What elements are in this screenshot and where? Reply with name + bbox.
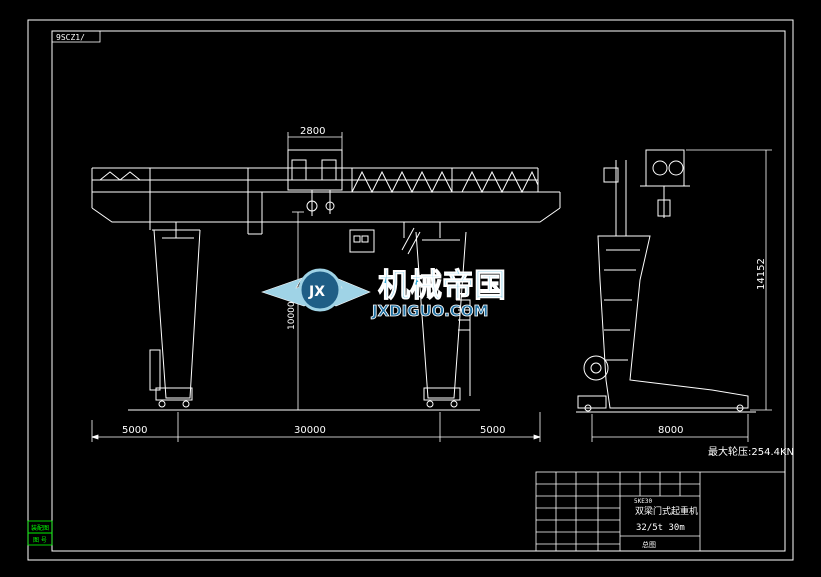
gear-icon (298, 268, 342, 312)
watermark-cn: 机械帝国 (378, 266, 506, 304)
title-block (535, 471, 786, 552)
side-elevation (576, 149, 756, 413)
front-dimensions (91, 132, 541, 442)
left-leg (149, 229, 201, 408)
sheet-frame (27, 19, 794, 561)
dim-right-cantilever: 5000 (480, 425, 505, 436)
right-leg (415, 231, 471, 408)
load-note: 最大轮压:254.4KN (708, 445, 794, 458)
watermark-logo: JX 机械帝国 JXDIGUO.COM (261, 266, 507, 320)
operator-cab (349, 229, 375, 253)
side-label-boxes: 装配图 图 号 (27, 520, 53, 546)
title-machine-name: 双梁门式起重机 (635, 505, 698, 517)
front-elevation (91, 149, 561, 411)
dim-total-height: 14152 (756, 258, 767, 290)
corner-tag-text: 9SCZ1/ (56, 33, 85, 42)
title-code: 5KE30 (634, 498, 652, 505)
dim-span: 30000 (294, 425, 326, 436)
dim-side-base: 8000 (658, 425, 683, 436)
watermark-en: JXDIGUO.COM (371, 302, 488, 320)
watermark-badge: JX (308, 284, 325, 300)
corner-tag: 9SCZ1/ (51, 30, 101, 43)
trolley (287, 149, 343, 216)
dim-lift-height: 10000 (287, 301, 297, 330)
ladder (401, 227, 421, 255)
title-small-label: 总图 (642, 540, 656, 549)
side-dimensions (591, 149, 772, 442)
side-label-2: 图 号 (33, 537, 47, 544)
dim-left-cantilever: 5000 (122, 425, 147, 436)
side-label-1: 装配图 (31, 524, 49, 532)
title-capacity: 32/5t 30m (636, 523, 685, 533)
dim-trolley-width: 2800 (300, 126, 325, 137)
main-girder (91, 191, 561, 238)
